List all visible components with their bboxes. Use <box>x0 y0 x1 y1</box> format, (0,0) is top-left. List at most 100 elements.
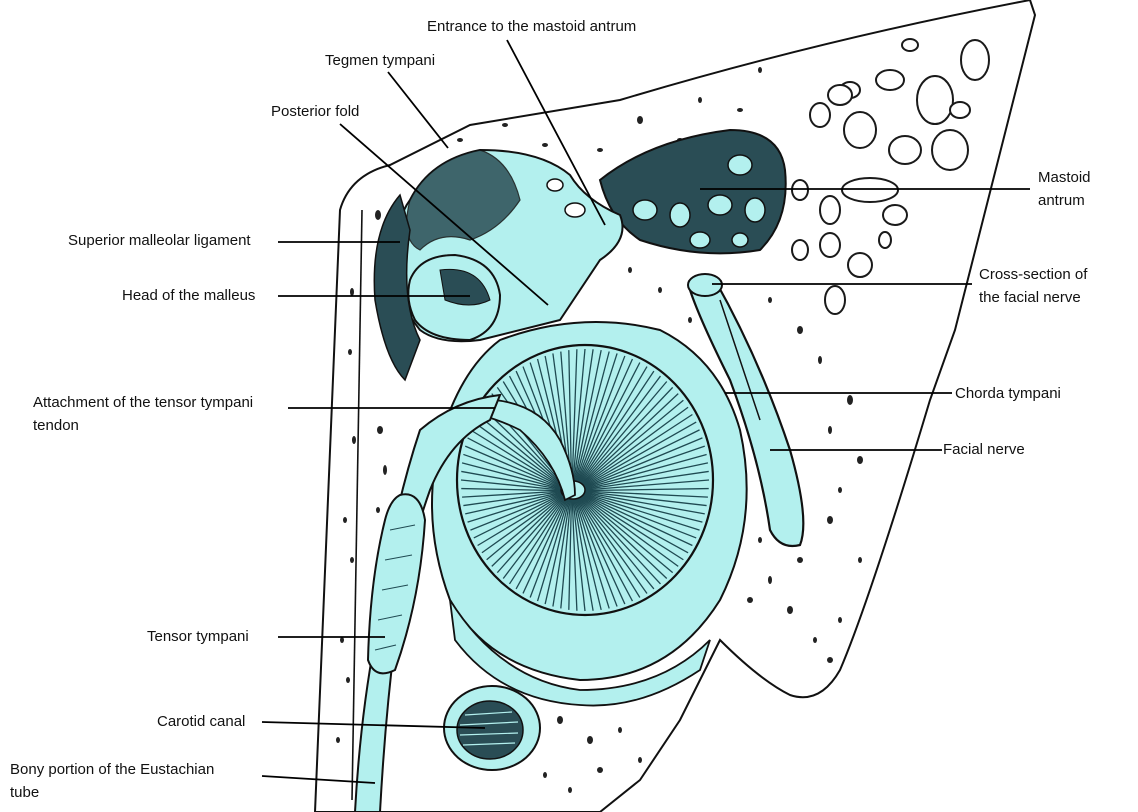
membrane-radial-line <box>464 445 562 489</box>
membrane-radial-line <box>583 492 700 531</box>
membrane-radial-line <box>460 479 562 491</box>
membrane-radial-line <box>584 445 705 489</box>
membrane-radial-line <box>584 492 703 523</box>
entrance-cells <box>546 178 586 218</box>
membrane-radial-line <box>584 491 705 515</box>
membrane-radial-line <box>584 453 707 489</box>
membrane-radial-line <box>522 497 568 594</box>
leader-lines <box>261 39 1030 784</box>
membrane-radial-line <box>584 470 709 491</box>
membrane-radial-line <box>580 496 668 579</box>
membrane-radial-line <box>584 479 710 491</box>
membrane-radial-line <box>467 437 562 488</box>
membrane-radial-line <box>574 498 610 609</box>
membrane-radial-line <box>461 487 562 492</box>
membrane-radial-line <box>577 362 641 483</box>
membrane-radial-line <box>552 498 571 607</box>
membrane-radial-line <box>584 487 709 492</box>
mastoid-air-cells <box>791 38 990 315</box>
membrane-radial-line <box>584 491 707 507</box>
membrane-radial-line <box>496 495 566 574</box>
membrane-radial-line <box>575 498 618 607</box>
leader-carotid-canal <box>261 721 486 729</box>
tympanic-membrane <box>455 343 715 617</box>
membrane-radial-line <box>486 494 564 561</box>
label-tensor-tympani: Tensor tympani <box>147 628 249 645</box>
membrane-radial-line <box>463 453 562 489</box>
bone-pores-right <box>457 67 863 793</box>
membrane-radial-line <box>583 429 700 488</box>
membrane-radial-line <box>574 351 610 482</box>
membrane-radial-line <box>481 494 564 554</box>
label-tensor-tympani-tendon: Attachment of the tensor tympani tendon <box>33 394 254 434</box>
label-posterior-fold: Posterior fold <box>271 103 360 120</box>
membrane-radial-line <box>583 413 693 487</box>
membrane-radial-line <box>467 492 562 523</box>
membrane-radial-line <box>576 358 634 482</box>
membrane-radial-line <box>573 498 602 611</box>
membrane-radial-line <box>582 494 684 561</box>
label-mastoid-antrum: Mastoid antrum <box>1038 169 1091 209</box>
label-superior-malleolar-ligament: Superior malleolar ligament <box>68 232 251 249</box>
membrane-radial-line <box>536 498 570 602</box>
membrane-radial-line <box>470 492 563 531</box>
membrane-radial-line <box>508 496 567 585</box>
label-chorda-tympani: Chorda tympani <box>955 385 1061 402</box>
membrane-radial-line <box>584 462 709 490</box>
membrane-radial-line <box>568 498 573 610</box>
membrane-radial-line <box>578 366 648 483</box>
membrane-radial-line <box>463 491 562 507</box>
membrane-radial-line <box>581 495 674 574</box>
membrane-radial-line <box>576 498 626 605</box>
label-head-of-malleus: Head of the malleus <box>122 287 256 304</box>
bone-inner-edge <box>351 209 363 801</box>
membrane-radial-line <box>582 399 684 486</box>
membrane-radial-line <box>578 497 648 594</box>
membrane-radial-line <box>572 498 586 612</box>
membrane-radial-line <box>461 462 562 490</box>
membrane-radial-line <box>582 406 689 486</box>
facial-nerve-canal <box>688 277 805 548</box>
membrane-radial-line <box>584 490 708 498</box>
tensor-striations <box>374 524 416 651</box>
membrane-radial-line <box>582 494 689 554</box>
membrane-radial-line <box>579 370 655 483</box>
membrane-radial-line <box>502 496 566 579</box>
tensor-tympani-muscle <box>366 493 427 675</box>
leader-entrance-mastoid-antrum <box>506 39 606 226</box>
membrane-radial-line <box>571 498 578 611</box>
label-carotid-canal: Carotid canal <box>157 713 246 730</box>
membrane-radial-line <box>568 350 573 482</box>
tympanic-floor <box>449 599 711 707</box>
bone-pores-left <box>336 210 387 743</box>
carotid-canal <box>443 685 541 771</box>
membrane-radial-line <box>581 393 679 485</box>
membrane-radial-line <box>461 470 562 491</box>
membrane-radial-line <box>544 498 570 605</box>
leader-tegmen-tympani <box>387 71 449 149</box>
membrane-radial-line <box>571 349 578 482</box>
membrane-radial-line <box>581 495 679 567</box>
label-eustachian-tube: Bony portion of the Eustachian tube <box>10 761 215 801</box>
membrane-radial-line <box>572 348 586 482</box>
label-tegmen-tympani: Tegmen tympani <box>325 52 436 69</box>
leader-posterior-fold <box>339 123 549 306</box>
membrane-radial-line <box>577 497 641 598</box>
membrane-radial-line <box>465 491 562 515</box>
membrane-radial-line <box>560 498 572 609</box>
membrane-radial-line <box>515 497 567 590</box>
membrane-radial-line <box>575 353 618 482</box>
membrane-radial-line <box>470 429 563 488</box>
membrane-radial-line <box>473 421 563 487</box>
label-entrance-mastoid-antrum: Entrance to the mastoid antrum <box>427 18 637 35</box>
membrane-radial-line <box>579 496 661 585</box>
label-facial-cross-section: Cross-section of the facial nerve <box>979 266 1088 306</box>
membrane-radial-line <box>573 498 594 611</box>
membrane-radial-line <box>473 493 563 539</box>
membrane-radial-line <box>579 497 655 590</box>
membrane-radial-line <box>573 349 602 482</box>
label-facial-nerve: Facial nerve <box>943 441 1025 458</box>
membrane-radial-line <box>583 421 697 487</box>
membrane-radial-line <box>573 349 594 482</box>
